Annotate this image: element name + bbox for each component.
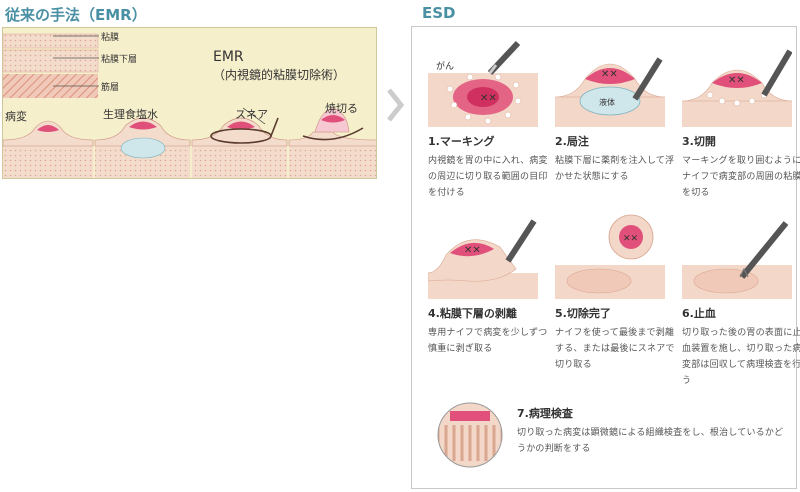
step-7-title: 7.病理検査 bbox=[517, 407, 573, 420]
step-3-title: 3.切開 bbox=[682, 135, 716, 148]
esd-step-7: 7.病理検査 切り取った病変は顕微鏡による組織検査をし、根治しているかどうかの判… bbox=[517, 405, 792, 457]
emr-panel: 粘膜 粘膜下層 筋層 EMR （内視鏡的粘膜切除術） 病変 生理食塩水 スネア … bbox=[2, 27, 377, 179]
emr-step-saline bbox=[94, 117, 191, 178]
layer-label-muscle: 筋層 bbox=[101, 83, 120, 93]
step-2-title: 2.局注 bbox=[555, 135, 589, 148]
step-2-desc: 粘膜下層に薬剤を注入して浮かせた状態にする bbox=[555, 156, 675, 182]
step-6-illustration bbox=[682, 221, 792, 299]
svg-text:✕✕: ✕✕ bbox=[464, 245, 481, 256]
step-1-illustration: ✕✕ がん bbox=[428, 40, 538, 127]
layer-submucosa bbox=[3, 49, 99, 73]
emr-step-lesion bbox=[3, 120, 94, 178]
step-4-illustration: ✕✕ bbox=[428, 219, 538, 299]
step-1-title: 1.マーキング bbox=[428, 135, 495, 148]
emr-subtitle: （内視鏡的粘膜切除術） bbox=[213, 68, 346, 82]
esd-step-2: 液体 ✕✕ 2.局注 粘膜下層に薬剤を注入して浮かせた状態にする bbox=[555, 39, 680, 185]
svg-text:✕✕: ✕✕ bbox=[601, 69, 618, 80]
layer-mucosa bbox=[3, 33, 99, 49]
svg-text:✕✕: ✕✕ bbox=[480, 93, 497, 104]
emr-label-cut: 焼切る bbox=[325, 102, 358, 115]
esd-step-4: ✕✕ 4.粘膜下層の剥離 専用ナイフで病変を少しずつ慎重に剥ぎ取る bbox=[428, 211, 553, 357]
step-2-illustration: 液体 ✕✕ bbox=[555, 57, 665, 127]
emr-title: EMR bbox=[213, 49, 244, 65]
emr-step-cut bbox=[288, 107, 376, 178]
emr-label-snare: スネア bbox=[235, 108, 268, 121]
step-5-title: 5.切除完了 bbox=[555, 307, 611, 320]
step-4-title: 4.粘膜下層の剥離 bbox=[428, 307, 517, 320]
cancer-label: がん bbox=[436, 60, 454, 72]
esd-heading: ESD bbox=[422, 4, 456, 22]
chevron-right-icon bbox=[387, 88, 405, 122]
step-4-desc: 専用ナイフで病変を少しずつ慎重に剥ぎ取る bbox=[428, 328, 548, 354]
emr-step-snare bbox=[191, 117, 288, 178]
esd-step-3: ✕✕ 3.切開 マーキングを取り囲むようにナイフで病変部の周囲の粘膜を切る bbox=[682, 39, 800, 201]
esd-panel: ✕✕ がん 1.マーキング 内視鏡を胃の中に入れ、病変の周辺に切り取る範囲の目印… bbox=[411, 26, 800, 489]
step-6-desc: 切り取った後の胃の表面に止血装置を施し、切り取った病変部は回収して病理検査を行う bbox=[682, 328, 800, 386]
layer-label-submucosa: 粘膜下層 bbox=[101, 55, 138, 65]
emr-illustration bbox=[3, 33, 376, 178]
liquid-label: 液体 bbox=[599, 97, 615, 107]
emr-label-lesion: 病変 bbox=[5, 110, 27, 123]
esd-step-5: ✕✕ 5.切除完了 ナイフを使って最後まで剥離する、または最後にスネアで切り取る bbox=[555, 211, 680, 373]
step-5-illustration: ✕✕ bbox=[555, 214, 665, 299]
svg-text:✕✕: ✕✕ bbox=[623, 234, 638, 244]
step-3-illustration: ✕✕ bbox=[682, 49, 792, 127]
esd-step-6: 6.止血 切り取った後の胃の表面に止血装置を施し、切り取った病変部は回収して病理… bbox=[682, 211, 800, 389]
step-5-desc: ナイフを使って最後まで剥離する、または最後にスネアで切り取る bbox=[555, 328, 675, 370]
step-3-desc: マーキングを取り囲むようにナイフで病変部の周囲の粘膜を切る bbox=[682, 156, 800, 198]
step-6-title: 6.止血 bbox=[682, 307, 716, 320]
emr-label-saline: 生理食塩水 bbox=[103, 108, 158, 121]
layer-label-mucosa: 粘膜 bbox=[101, 33, 120, 43]
svg-text:✕✕: ✕✕ bbox=[728, 75, 745, 86]
step-1-desc: 内視鏡を胃の中に入れ、病変の周辺に切り取る範囲の目印を付ける bbox=[428, 156, 548, 198]
step-7-desc: 切り取った病変は顕微鏡による組織検査をし、根治しているかどうかの判断をする bbox=[517, 428, 784, 454]
step-7-illustration bbox=[437, 402, 503, 468]
esd-step-1: ✕✕ がん 1.マーキング 内視鏡を胃の中に入れ、病変の周辺に切り取る範囲の目印… bbox=[428, 39, 553, 201]
emr-heading: 従来の手法（EMR） bbox=[5, 6, 147, 24]
